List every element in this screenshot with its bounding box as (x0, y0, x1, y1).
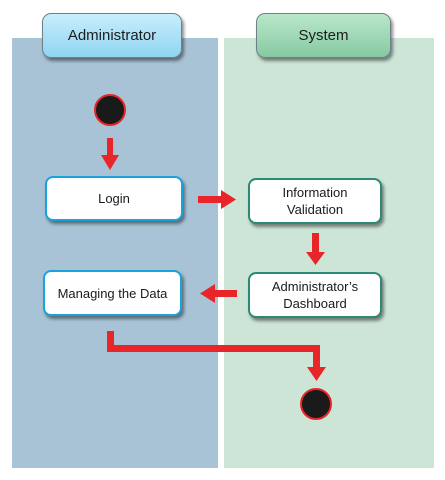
arrow-managing-to-end (107, 331, 326, 381)
arrow-start-to-login (101, 138, 119, 170)
system-lane-header: System (256, 13, 391, 58)
start-node (94, 94, 126, 126)
administrator-lane-header: Administrator (42, 13, 182, 58)
end-node (300, 388, 332, 420)
managing-data-activity: Managing the Data (43, 270, 182, 316)
arrow-login-to-validation (198, 190, 236, 209)
login-activity: Login (45, 176, 183, 221)
arrow-validation-to-dashboard (306, 233, 325, 265)
information-validation-activity: Information Validation (248, 178, 382, 224)
arrow-dashboard-to-managing (200, 284, 237, 303)
administrator-dashboard-activity: Administrator’s Dashboard (248, 272, 382, 318)
